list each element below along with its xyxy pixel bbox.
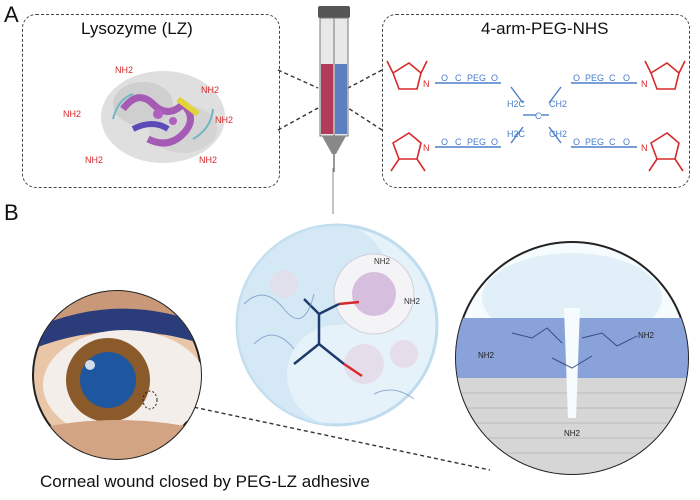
amine-label-3: NH2 [63,109,82,119]
svg-text:C: C [535,111,542,121]
svg-text:O: O [623,137,630,147]
peg-title: 4-arm-PEG-NHS [481,19,609,38]
svg-text:O: O [623,73,630,83]
svg-text:O: O [491,73,498,83]
svg-text:PEG: PEG [467,137,486,147]
n-label-right-bottom: N [641,143,648,153]
panel-label-a: A [4,2,19,27]
peg-box: 4-arm-PEG-NHS [382,14,690,188]
svg-text:C: C [609,73,616,83]
svg-text:H2C: H2C [507,99,526,109]
amine-label-2: NH2 [201,85,220,95]
svg-text:PEG: PEG [585,137,604,147]
eye-illustration [32,290,202,460]
amine-label-5: NH2 [85,155,104,165]
nhs-ring-left-bottom [390,132,426,172]
double-barrel-syringe [318,6,350,172]
yinyang-amine-1: NH2 [404,297,421,306]
svg-text:O: O [491,137,498,147]
amine-label-4: NH2 [215,115,234,125]
yinyang-amine-2: NH2 [374,257,391,266]
svg-text:CH2: CH2 [549,99,567,109]
svg-text:O: O [441,73,448,83]
amine-label-1: NH2 [115,65,134,75]
zoom-amine-3: NH2 [564,429,581,438]
n-label-left-bottom: N [423,143,430,153]
n-label-right-top: N [641,79,648,89]
wound-zoom-circle: NH2 NH2 NH2 [455,241,689,475]
svg-text:O: O [441,137,448,147]
svg-text:O: O [573,73,580,83]
svg-text:H2C: H2C [507,129,526,139]
peg-structure: N N N N O C PEG O O C PEG O O PEG C O O … [386,60,686,172]
svg-text:C: C [609,137,616,147]
nhs-ring-right-top [644,60,686,90]
lysozyme-protein-illustration [101,71,225,163]
zoom-amine-2: NH2 [478,351,495,360]
yin-yang-hydrogel: NH2 NH2 [235,223,439,427]
svg-text:CH2: CH2 [549,129,567,139]
nhs-ring-left-top [386,60,428,90]
amine-label-6: NH2 [199,155,218,165]
svg-text:PEG: PEG [585,73,604,83]
lysozyme-title: Lysozyme (LZ) [81,19,193,38]
panel-label-b: B [4,200,19,225]
nhs-ring-right-bottom [648,132,684,172]
zoom-amine-1: NH2 [638,331,655,340]
svg-text:O: O [573,137,580,147]
n-label-left-top: N [423,79,430,89]
lysozyme-box: Lysozyme (LZ) NH2 NH2 NH2 NH2 NH2 NH2 [22,14,280,188]
svg-text:PEG: PEG [467,73,486,83]
svg-text:C: C [455,73,462,83]
figure-caption: Corneal wound closed by PEG-LZ adhesive [40,472,370,491]
svg-text:C: C [455,137,462,147]
